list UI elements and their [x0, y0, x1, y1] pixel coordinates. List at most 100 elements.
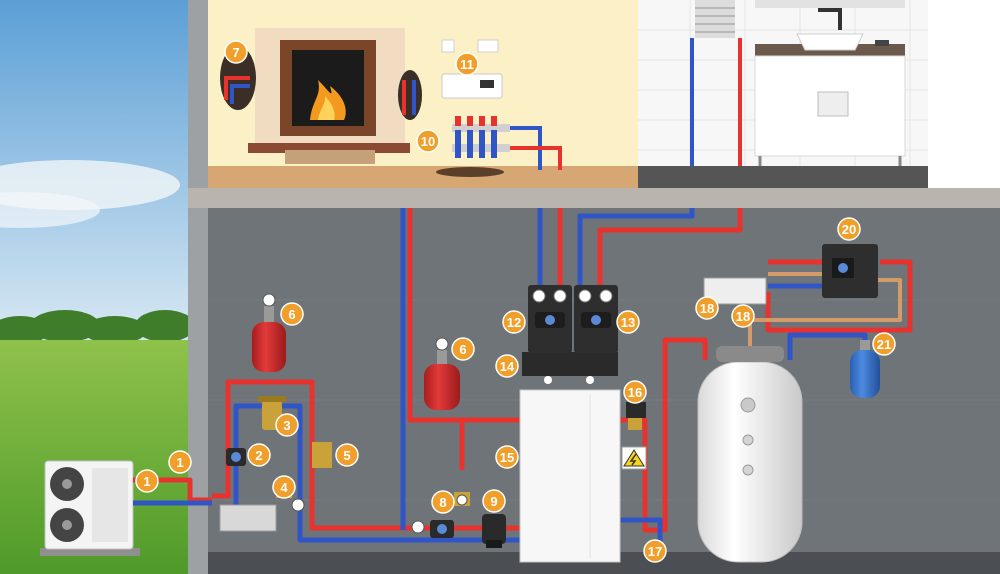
bathroom	[638, 0, 1000, 188]
pipe-dhw-copper	[748, 278, 902, 360]
marker-21: 21	[872, 332, 896, 356]
marker-badge	[135, 469, 159, 493]
magnetic-filter	[482, 514, 506, 548]
marker-badge	[280, 302, 304, 326]
circulation-pump-heating	[411, 520, 454, 538]
marker-label: 7	[232, 45, 239, 60]
electric-heater-warning	[621, 446, 647, 470]
marker-badge	[623, 380, 647, 404]
pipe-tank-red	[620, 337, 708, 533]
marker-label: 10	[421, 134, 435, 149]
marker-badge	[482, 489, 506, 513]
marker-label: 14	[500, 359, 515, 374]
pump-group-left	[528, 285, 572, 353]
outdoor-heat-pump	[40, 460, 140, 556]
marker-badge	[502, 310, 526, 334]
marker-4: 4	[272, 475, 296, 499]
marker-badge	[272, 475, 296, 499]
marker-18: 18	[731, 304, 755, 328]
circulation-pump-primary	[226, 448, 246, 466]
marker-badge	[431, 490, 455, 514]
marker-9: 9	[482, 489, 506, 513]
underfloor-manifold	[436, 116, 562, 177]
marker-3: 3	[275, 413, 299, 437]
marker-label: 5	[343, 448, 350, 463]
marker-14: 14	[495, 354, 519, 378]
marker-6: 6	[280, 302, 304, 326]
marker-label: 17	[648, 544, 662, 559]
room-thermostat	[441, 73, 503, 99]
marker-badge	[731, 304, 755, 328]
bypass-valve	[454, 492, 470, 506]
marker-1: 1	[135, 469, 159, 493]
fireplace	[248, 28, 410, 164]
marker-7: 7	[224, 40, 248, 64]
marker-badge	[168, 450, 192, 474]
marker-1: 1	[168, 450, 192, 474]
vanity-unit	[754, 8, 906, 166]
marker-20: 20	[837, 217, 861, 241]
marker-label: 2	[255, 448, 262, 463]
marker-label: 18	[700, 301, 714, 316]
marker-badge	[416, 129, 440, 153]
towel-radiator	[690, 0, 742, 166]
mixing-valve-actuator	[626, 402, 646, 430]
house-outer-wall	[188, 0, 208, 574]
living-room	[208, 0, 638, 188]
marker-label: 13	[621, 315, 635, 330]
marker-label: 6	[288, 307, 295, 322]
pipe-basement-red-riser	[407, 208, 520, 423]
pipe-to-bathroom-red	[597, 208, 743, 285]
marker-label: 4	[280, 480, 288, 495]
expansion-vessel-dhw	[850, 340, 880, 398]
marker-badge	[495, 354, 519, 378]
marker-badge	[224, 40, 248, 64]
marker-16: 16	[623, 380, 647, 404]
marker-17: 17	[643, 539, 667, 563]
marker-2: 2	[247, 443, 271, 467]
marker-5: 5	[335, 443, 359, 467]
marker-badge	[643, 539, 667, 563]
marker-6: 6	[451, 337, 475, 361]
marker-label: 9	[490, 494, 497, 509]
three-way-valve	[312, 442, 332, 468]
pipe-to-bathroom-blue	[577, 208, 695, 285]
marker-12: 12	[502, 310, 526, 334]
pipe-network	[133, 208, 913, 555]
dhw-recirculation-station	[822, 244, 878, 298]
marker-18: 18	[695, 296, 719, 320]
expansion-vessel-primary	[252, 293, 286, 372]
marker-badge	[837, 217, 861, 241]
marker-badge	[451, 337, 475, 361]
hot-water-tank	[697, 346, 803, 563]
marker-13: 13	[616, 310, 640, 334]
marker-badge	[247, 443, 271, 467]
marker-label: 12	[507, 315, 521, 330]
marker-badge	[616, 310, 640, 334]
marker-badge	[275, 413, 299, 437]
marker-label: 21	[877, 337, 891, 352]
hydraulic-module-base	[522, 352, 618, 384]
floor-slab	[188, 188, 1000, 208]
tree-line	[0, 310, 195, 344]
marker-label: 20	[842, 222, 856, 237]
marker-label: 6	[459, 342, 466, 357]
marker-label: 18	[736, 309, 750, 324]
marker-label: 16	[628, 385, 642, 400]
indoor-unit	[519, 389, 621, 563]
marker-8: 8	[431, 490, 455, 514]
pipe-primary-red	[212, 379, 520, 531]
marker-label: 1	[176, 455, 183, 470]
marker-15: 15	[495, 445, 519, 469]
marker-label: 8	[439, 495, 446, 510]
pipe-outdoor-flow	[133, 477, 212, 503]
marker-badge	[495, 445, 519, 469]
marker-label: 3	[283, 418, 290, 433]
marker-badge	[335, 443, 359, 467]
marker-label: 1	[143, 474, 150, 489]
wall-cutout-right	[398, 70, 422, 120]
marker-label: 11	[460, 57, 474, 72]
pump-group-right	[574, 285, 618, 353]
